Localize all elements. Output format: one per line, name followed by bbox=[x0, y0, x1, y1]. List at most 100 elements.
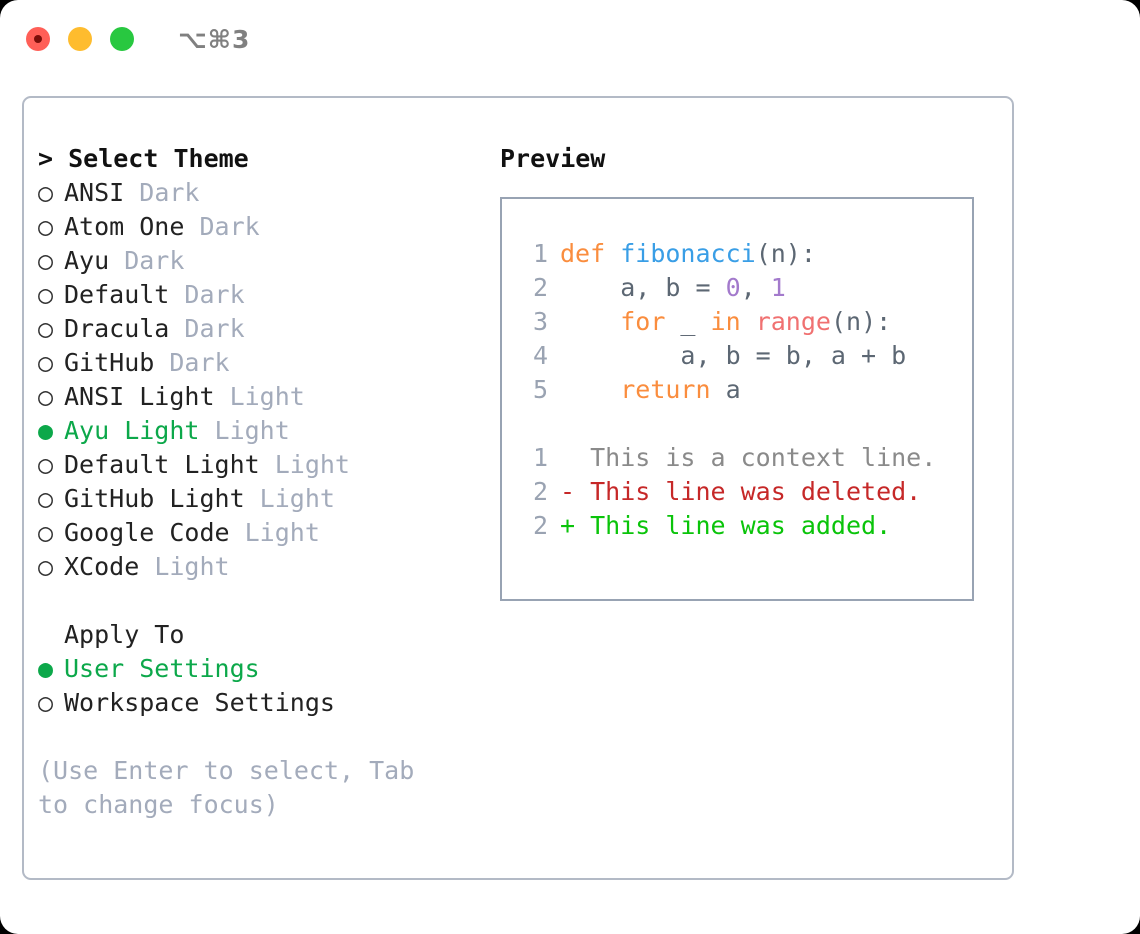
radio-unselected-icon: ○ bbox=[38, 518, 54, 547]
theme-option-variant-tag: Light bbox=[229, 518, 320, 547]
theme-option-variant-tag: Dark bbox=[169, 280, 245, 309]
radio-unselected-icon: ○ bbox=[38, 178, 54, 207]
code-token: a bbox=[710, 375, 741, 404]
traffic-light-group bbox=[26, 27, 134, 51]
code-line-text: def fibonacci(n): bbox=[560, 237, 816, 271]
theme-option-label: Ayu Light bbox=[64, 416, 200, 445]
code-line-number: 2 bbox=[532, 273, 548, 302]
theme-option-github[interactable]: ○ GitHub Dark bbox=[38, 346, 488, 380]
preview-title: Preview bbox=[500, 144, 606, 173]
diff-line-text: + This line was added. bbox=[560, 511, 892, 540]
theme-option-variant-tag: Light bbox=[259, 450, 350, 479]
theme-option-variant-tag: Light bbox=[139, 552, 230, 581]
theme-option-ansi[interactable]: ○ ANSI Dark bbox=[38, 176, 488, 210]
code-token: range bbox=[755, 307, 831, 336]
radio-unselected-icon: ○ bbox=[38, 212, 54, 241]
code-line-text: for _ in range(n): bbox=[560, 305, 891, 339]
theme-option-label: ANSI Light bbox=[64, 382, 215, 411]
radio-unselected-icon: ○ bbox=[38, 552, 54, 581]
title-bar: ⌥⌘3 bbox=[0, 0, 1140, 78]
radio-unselected-icon: ○ bbox=[38, 314, 54, 343]
radio-selected-icon: ● bbox=[38, 654, 54, 683]
code-token: fibonacci bbox=[620, 239, 756, 268]
diff-line: 1 This is a context line. bbox=[502, 441, 972, 475]
theme-option-github-light[interactable]: ○ GitHub Light Light bbox=[38, 482, 488, 516]
theme-option-default[interactable]: ○ Default Dark bbox=[38, 278, 488, 312]
minimize-window-button[interactable] bbox=[68, 27, 92, 51]
code-token bbox=[741, 307, 756, 336]
keyboard-hint-text: (Use Enter to select, Tab to change focu… bbox=[38, 756, 430, 819]
apply-to-option-user-settings[interactable]: ● User Settings bbox=[38, 652, 488, 686]
diff-line-number: 2 bbox=[532, 477, 548, 506]
diff-sample: 1 This is a context line.2- This line wa… bbox=[502, 441, 972, 543]
theme-option-label: Ayu bbox=[64, 246, 110, 275]
main-panel: > Select Theme ○ANSI Dark○Atom One Dark○… bbox=[22, 96, 1014, 880]
apply-to-header: Apply To bbox=[64, 620, 185, 649]
theme-option-google-code[interactable]: ○ Google Code Light bbox=[38, 516, 488, 550]
theme-option-label: GitHub bbox=[64, 348, 155, 377]
code-line-number: 1 bbox=[532, 239, 548, 268]
diff-line-text: This is a context line. bbox=[560, 443, 937, 472]
radio-unselected-icon: ○ bbox=[38, 484, 54, 513]
theme-option-label: ANSI bbox=[64, 178, 125, 207]
close-window-button[interactable] bbox=[26, 27, 50, 51]
apply-to-option-label: Workspace Settings bbox=[64, 688, 335, 717]
diff-line-text: - This line was deleted. bbox=[560, 477, 922, 506]
theme-option-list: ○ANSI Dark○Atom One Dark○Ayu Dark○Defaul… bbox=[38, 176, 488, 584]
theme-option-ayu[interactable]: ○Ayu Dark bbox=[38, 244, 488, 278]
theme-selector-column: > Select Theme ○ANSI Dark○Atom One Dark○… bbox=[38, 142, 488, 822]
code-line-number: 3 bbox=[532, 307, 548, 336]
code-token: return bbox=[620, 375, 711, 404]
diff-line: 2+ This line was added. bbox=[502, 509, 972, 543]
select-theme-header: > Select Theme bbox=[38, 144, 249, 173]
code-line: 1 def fibonacci(n): bbox=[502, 237, 972, 271]
code-token: 0 bbox=[725, 273, 741, 302]
radio-unselected-icon: ○ bbox=[38, 348, 54, 377]
radio-unselected-icon: ○ bbox=[38, 382, 54, 411]
theme-option-label: XCode bbox=[64, 552, 140, 581]
code-token: a, b = b, a + b bbox=[560, 341, 907, 370]
theme-option-label: Dracula bbox=[64, 314, 170, 343]
radio-selected-icon: ● bbox=[38, 416, 54, 445]
code-sample: 1 def fibonacci(n):2 a, b = 0, 1 3 for _ i… bbox=[502, 237, 972, 407]
code-line: 3 for _ in range(n): bbox=[502, 305, 972, 339]
apply-to-option-label: User Settings bbox=[64, 654, 260, 683]
keyboard-shortcut-label: ⌥⌘3 bbox=[178, 24, 251, 54]
diff-line-number: 1 bbox=[532, 443, 548, 472]
code-line-number: 4 bbox=[532, 341, 548, 370]
theme-option-label: GitHub Light bbox=[64, 484, 245, 513]
maximize-window-button[interactable] bbox=[110, 27, 134, 51]
theme-option-variant-tag: Dark bbox=[154, 348, 230, 377]
theme-option-default-light[interactable]: ○Default Light Light bbox=[38, 448, 488, 482]
theme-option-variant-tag: Light bbox=[244, 484, 335, 513]
apply-to-option-workspace-settings[interactable]: ○Workspace Settings bbox=[38, 686, 488, 720]
code-token: a, b = bbox=[560, 273, 726, 302]
theme-option-ayu-light[interactable]: ●Ayu Light Light bbox=[38, 414, 488, 448]
theme-option-label: Default Light bbox=[64, 450, 260, 479]
code-token: def bbox=[560, 239, 621, 268]
theme-option-xcode[interactable]: ○ XCode Light bbox=[38, 550, 488, 584]
code-token: , bbox=[740, 273, 771, 302]
theme-option-atom-one[interactable]: ○Atom One Dark bbox=[38, 210, 488, 244]
apply-to-option-list: ● User Settings ○Workspace Settings bbox=[38, 652, 488, 720]
theme-option-label: Google Code bbox=[64, 518, 230, 547]
code-line: 4 a, b = b, a + b bbox=[502, 339, 972, 373]
code-token bbox=[560, 307, 620, 336]
theme-option-dracula[interactable]: ○Dracula Dark bbox=[38, 312, 488, 346]
theme-option-label: Default bbox=[64, 280, 170, 309]
code-token: (n): bbox=[755, 239, 816, 268]
code-diff-separator bbox=[502, 407, 972, 441]
code-line: 5 return a bbox=[502, 373, 972, 407]
theme-option-variant-tag: Dark bbox=[124, 178, 200, 207]
code-line-text: return a bbox=[560, 373, 741, 407]
code-line-text: a, b = b, a + b bbox=[560, 339, 906, 373]
code-token: for bbox=[620, 307, 666, 336]
theme-option-ansi-light[interactable]: ○ANSI Light Light bbox=[38, 380, 488, 414]
radio-unselected-icon: ○ bbox=[38, 280, 54, 309]
code-token: (n): bbox=[830, 307, 892, 336]
apply-to-marker-placeholder: ○ bbox=[38, 618, 64, 652]
radio-unselected-icon: ○ bbox=[38, 246, 54, 275]
